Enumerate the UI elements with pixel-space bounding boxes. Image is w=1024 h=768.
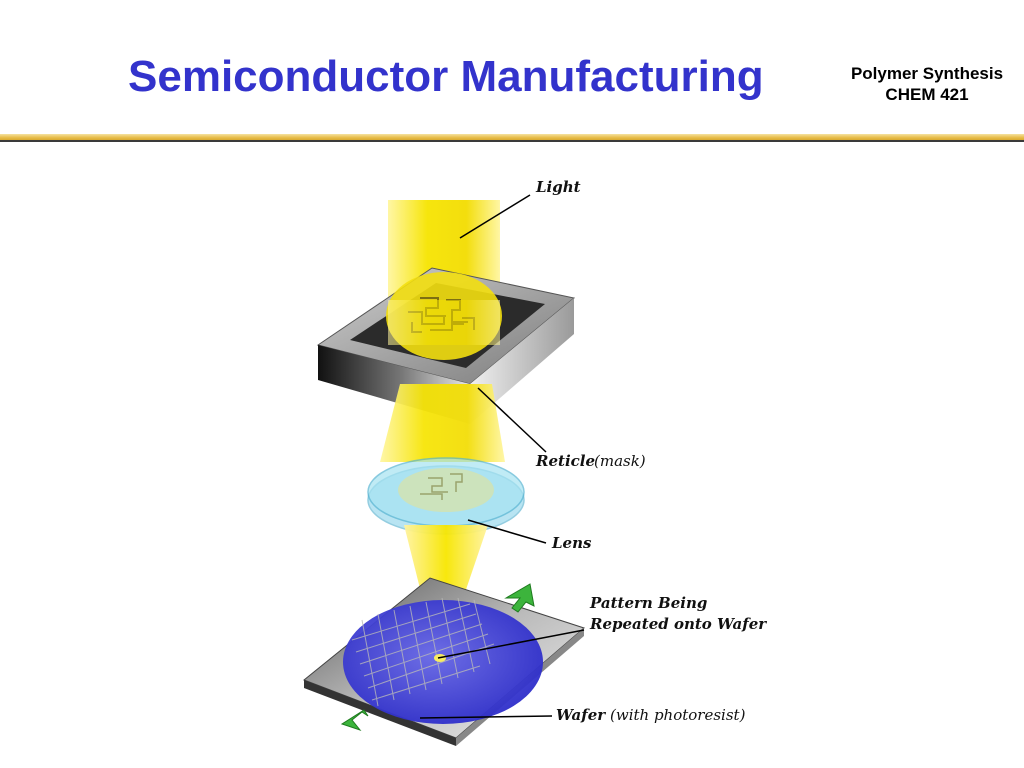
course-info: Polymer Synthesis CHEM 421 [832, 63, 1022, 105]
label-pattern-line2: Repeated onto Wafer [589, 615, 767, 633]
header-rule-dark [0, 140, 1024, 142]
label-reticle-note: (mask) [594, 452, 646, 470]
course-code: CHEM 421 [885, 85, 969, 104]
reticle-leader [477, 387, 547, 453]
header-rule-gold [0, 134, 1024, 140]
label-reticle: Reticle [535, 452, 595, 470]
course-name: Polymer Synthesis [850, 64, 1004, 83]
lens [367, 457, 525, 535]
light-leader [459, 194, 531, 239]
lens-circuit-pattern [420, 473, 463, 500]
slide-title: Semiconductor Manufacturing [128, 52, 764, 101]
label-light: Light [535, 178, 581, 196]
pattern-leader [437, 629, 585, 659]
wafer-die-grid [351, 597, 495, 707]
wafer-leader [419, 715, 553, 719]
light-beam-mid [388, 300, 500, 345]
label-lens: Lens [551, 534, 592, 552]
label-wafer-note: (with photoresist) [610, 706, 746, 724]
lens-leader [467, 519, 547, 544]
light-beam-lower [380, 384, 505, 462]
label-wafer: Wafer [556, 706, 606, 724]
step-arrow-down-icon [340, 709, 369, 732]
step-arrow-up-icon [504, 583, 535, 613]
light-beam [388, 200, 500, 300]
label-pattern-line1: Pattern Being [589, 594, 707, 612]
